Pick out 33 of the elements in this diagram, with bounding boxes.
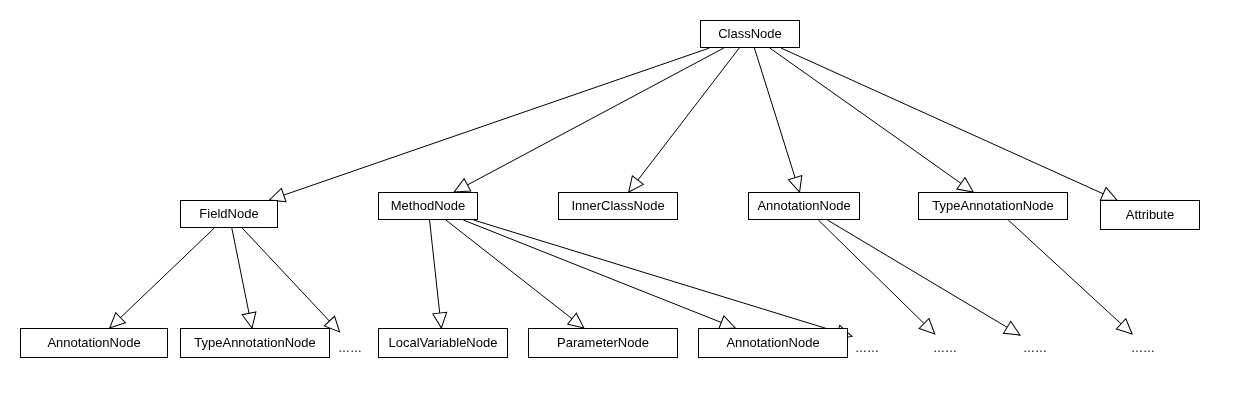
- arrow: [269, 47, 710, 203]
- class-box: LocalVariableNode: [378, 328, 508, 358]
- arrow: [628, 47, 740, 193]
- arrow: [826, 219, 1021, 336]
- arrow: [445, 219, 585, 329]
- class-box: AnnotationNode: [20, 328, 168, 358]
- class-box: TypeAnnotationNode: [180, 328, 330, 358]
- class-box: AnnotationNode: [748, 192, 860, 220]
- arrow: [231, 227, 257, 329]
- class-box: AnnotationNode: [698, 328, 848, 358]
- arrow: [1007, 219, 1133, 335]
- arrow: [109, 227, 215, 329]
- ellipsis-text: ……: [1131, 342, 1155, 354]
- class-box: Attribute: [1100, 200, 1200, 230]
- class-box: InnerClassNode: [558, 192, 678, 220]
- class-box: ParameterNode: [528, 328, 678, 358]
- class-box: TypeAnnotationNode: [918, 192, 1068, 220]
- class-box: MethodNode: [378, 192, 478, 220]
- ellipsis-text: ……: [855, 342, 879, 354]
- arrow: [753, 47, 803, 193]
- arrow: [462, 219, 736, 330]
- arrow: [429, 219, 448, 329]
- class-box: ClassNode: [700, 20, 800, 48]
- arrow: [817, 219, 936, 335]
- arrow: [769, 47, 974, 193]
- ellipsis-text: ……: [338, 342, 362, 354]
- arrow: [453, 47, 725, 193]
- ellipsis-text: ……: [933, 342, 957, 354]
- ellipsis-text: ……: [1023, 342, 1047, 354]
- arrow: [473, 219, 853, 340]
- arrow: [780, 47, 1118, 201]
- class-box: FieldNode: [180, 200, 278, 228]
- arrow: [241, 227, 341, 333]
